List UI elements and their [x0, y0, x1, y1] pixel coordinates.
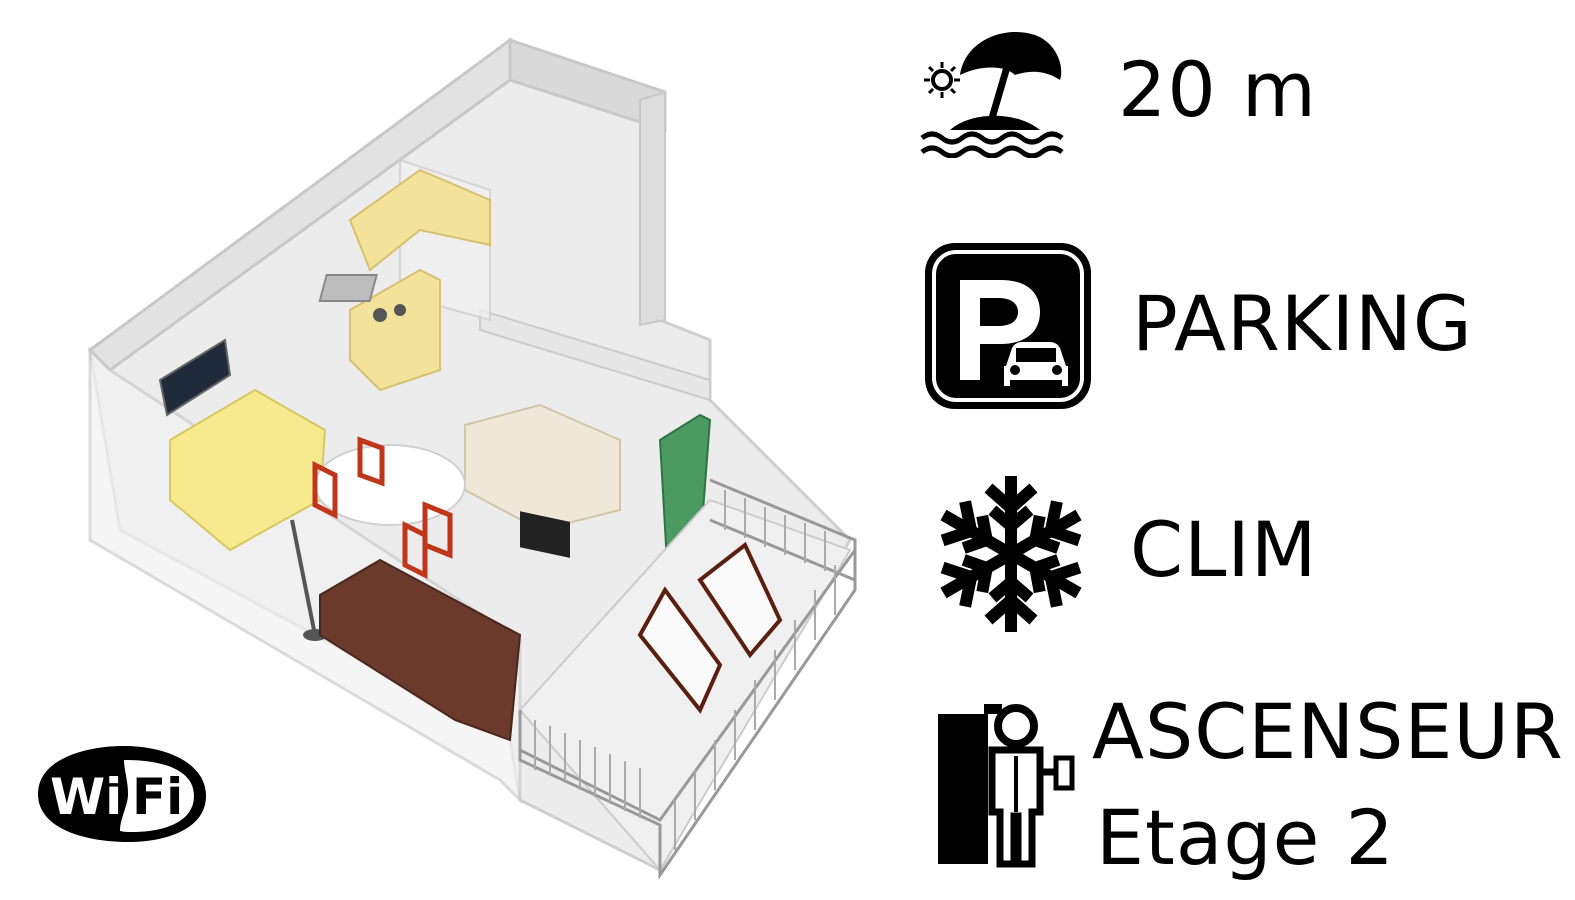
wifi-logo-text-fi: Fi: [132, 768, 183, 826]
snowflake-icon: [928, 476, 1094, 634]
elevator-person-icon: [938, 704, 1075, 868]
right-wall: [639, 90, 666, 327]
kitchen-sink: [318, 274, 378, 302]
tv: [520, 511, 570, 558]
partition-wall: [479, 308, 711, 402]
sofa: [319, 558, 522, 742]
stove-burner-2: [394, 304, 406, 316]
air-conditioning-label: CLIM: [1130, 505, 1318, 594]
stove-burner: [373, 308, 387, 322]
wall-tv: [158, 338, 232, 417]
parking-label: PARKING: [1132, 279, 1473, 368]
elevator-floor-label: Etage 2: [1096, 793, 1395, 882]
beach-distance-label: 20 m: [1118, 45, 1317, 134]
apartment-floorplan-illustration: [87, 37, 857, 880]
elevator-label: ASCENSEUR: [1092, 687, 1564, 776]
wifi-logo: Wi Fi: [38, 746, 206, 842]
wifi-logo-text-wi: Wi: [50, 768, 122, 826]
parking-car-icon: [925, 243, 1091, 409]
balcony-railing: [518, 478, 857, 880]
kitchen-cabinet-upper: [348, 168, 491, 272]
dining-chairs: [312, 436, 453, 580]
beach-umbrella-icon: [920, 31, 1064, 158]
deck-chairs: [637, 541, 783, 714]
kitchen-cabinet-lower: [349, 268, 441, 392]
railing-balusters: [534, 490, 836, 850]
floor-lamp: [290, 519, 317, 636]
